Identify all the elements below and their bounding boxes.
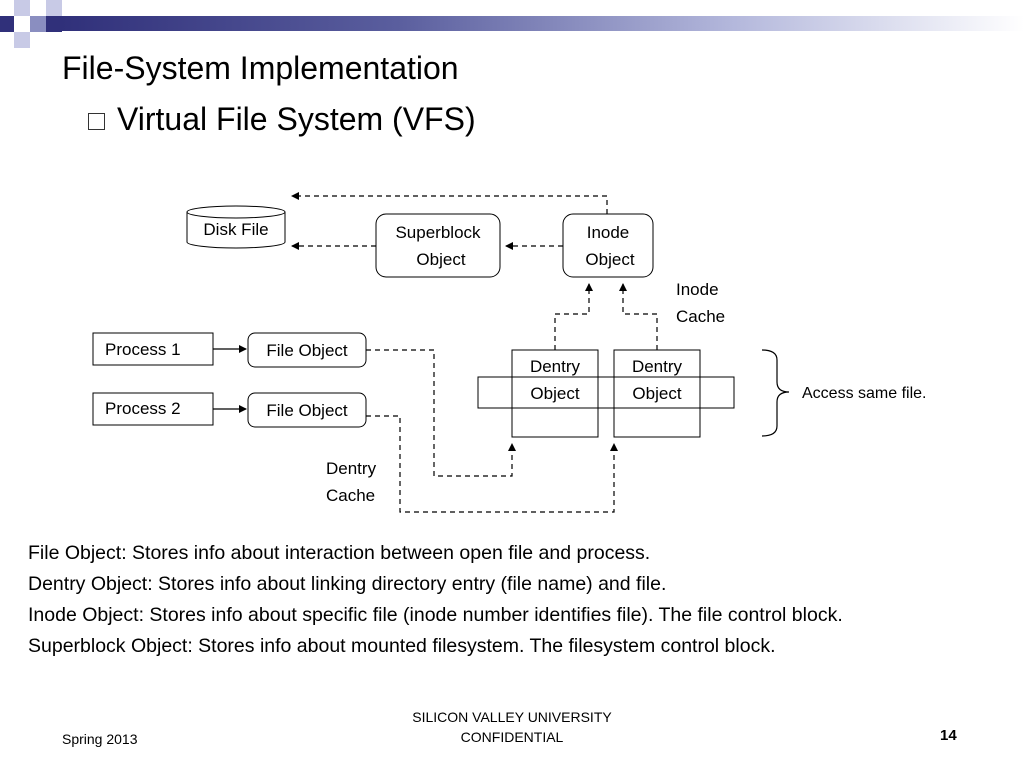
footer-date: Spring 2013 <box>62 731 138 747</box>
file-object-2-label: File Object <box>266 401 348 420</box>
hollow-square-bullet-icon <box>88 113 105 130</box>
bullet-text: Virtual File System (VFS) <box>117 101 476 137</box>
disk-file-label: Disk File <box>203 220 268 239</box>
superblock-label-line1: Superblock <box>395 223 481 242</box>
arrow-fileobject1-to-dentry1 <box>366 349 516 477</box>
arrow-dentry1-to-inode <box>554 283 593 350</box>
access-same-file-note: Access same file. <box>802 385 926 402</box>
file-object-1-label: File Object <box>266 341 348 360</box>
footer-center: SILICON VALLEY UNIVERSITY CONFIDENTIAL <box>362 707 662 747</box>
inode-cache-label-line2: Cache <box>676 307 725 326</box>
superblock-object-box: Superblock Object <box>375 213 501 278</box>
bullet-item: Virtual File System (VFS) <box>88 101 476 138</box>
process-2-box: Process 2 <box>92 392 214 426</box>
page-number: 14 <box>940 727 957 744</box>
footer-organization: SILICON VALLEY UNIVERSITY <box>412 709 612 725</box>
bracket-shape <box>761 349 790 437</box>
arrow-dentry2-to-inode <box>619 283 658 350</box>
dentry-cache-label-line1: Dentry <box>326 459 377 478</box>
file-object-1-box: File Object <box>247 332 367 368</box>
inode-label-line2: Object <box>585 250 634 269</box>
arrow-fileobject2-to-dentry2 <box>366 415 618 513</box>
superblock-label-line2: Object <box>416 250 465 269</box>
disk-file-cylinder: Disk File <box>186 205 286 249</box>
inode-cache-label-line1: Inode <box>676 280 719 299</box>
process-2-label: Process 2 <box>105 399 181 418</box>
footer-confidential: CONFIDENTIAL <box>460 729 564 745</box>
dentry-cache-label-line2: Cache <box>326 486 375 505</box>
dentry-cache-row <box>477 376 735 409</box>
header-decoration <box>0 0 1024 48</box>
process-1-box: Process 1 <box>92 332 214 366</box>
dentry-2-label-line2: Object <box>632 384 681 403</box>
inode-object-box: Inode Object <box>562 213 654 278</box>
file-object-2-box: File Object <box>247 392 367 428</box>
inode-label-line1: Inode <box>587 223 630 242</box>
description-file-object: File Object: Stores info about interacti… <box>28 542 651 564</box>
description-inode-object: Inode Object: Stores info about specific… <box>28 604 843 626</box>
process-1-label: Process 1 <box>105 340 181 359</box>
slide-title: File-System Implementation <box>62 50 459 86</box>
description-dentry-object: Dentry Object: Stores info about linking… <box>28 573 667 595</box>
dentry-1-label-line2: Object <box>530 384 579 403</box>
dentry-1-label-line1: Dentry <box>530 357 581 376</box>
arrow-inode-to-disk <box>291 192 608 214</box>
description-superblock-object: Superblock Object: Stores info about mou… <box>28 635 776 657</box>
dentry-2-label-line1: Dentry <box>632 357 683 376</box>
